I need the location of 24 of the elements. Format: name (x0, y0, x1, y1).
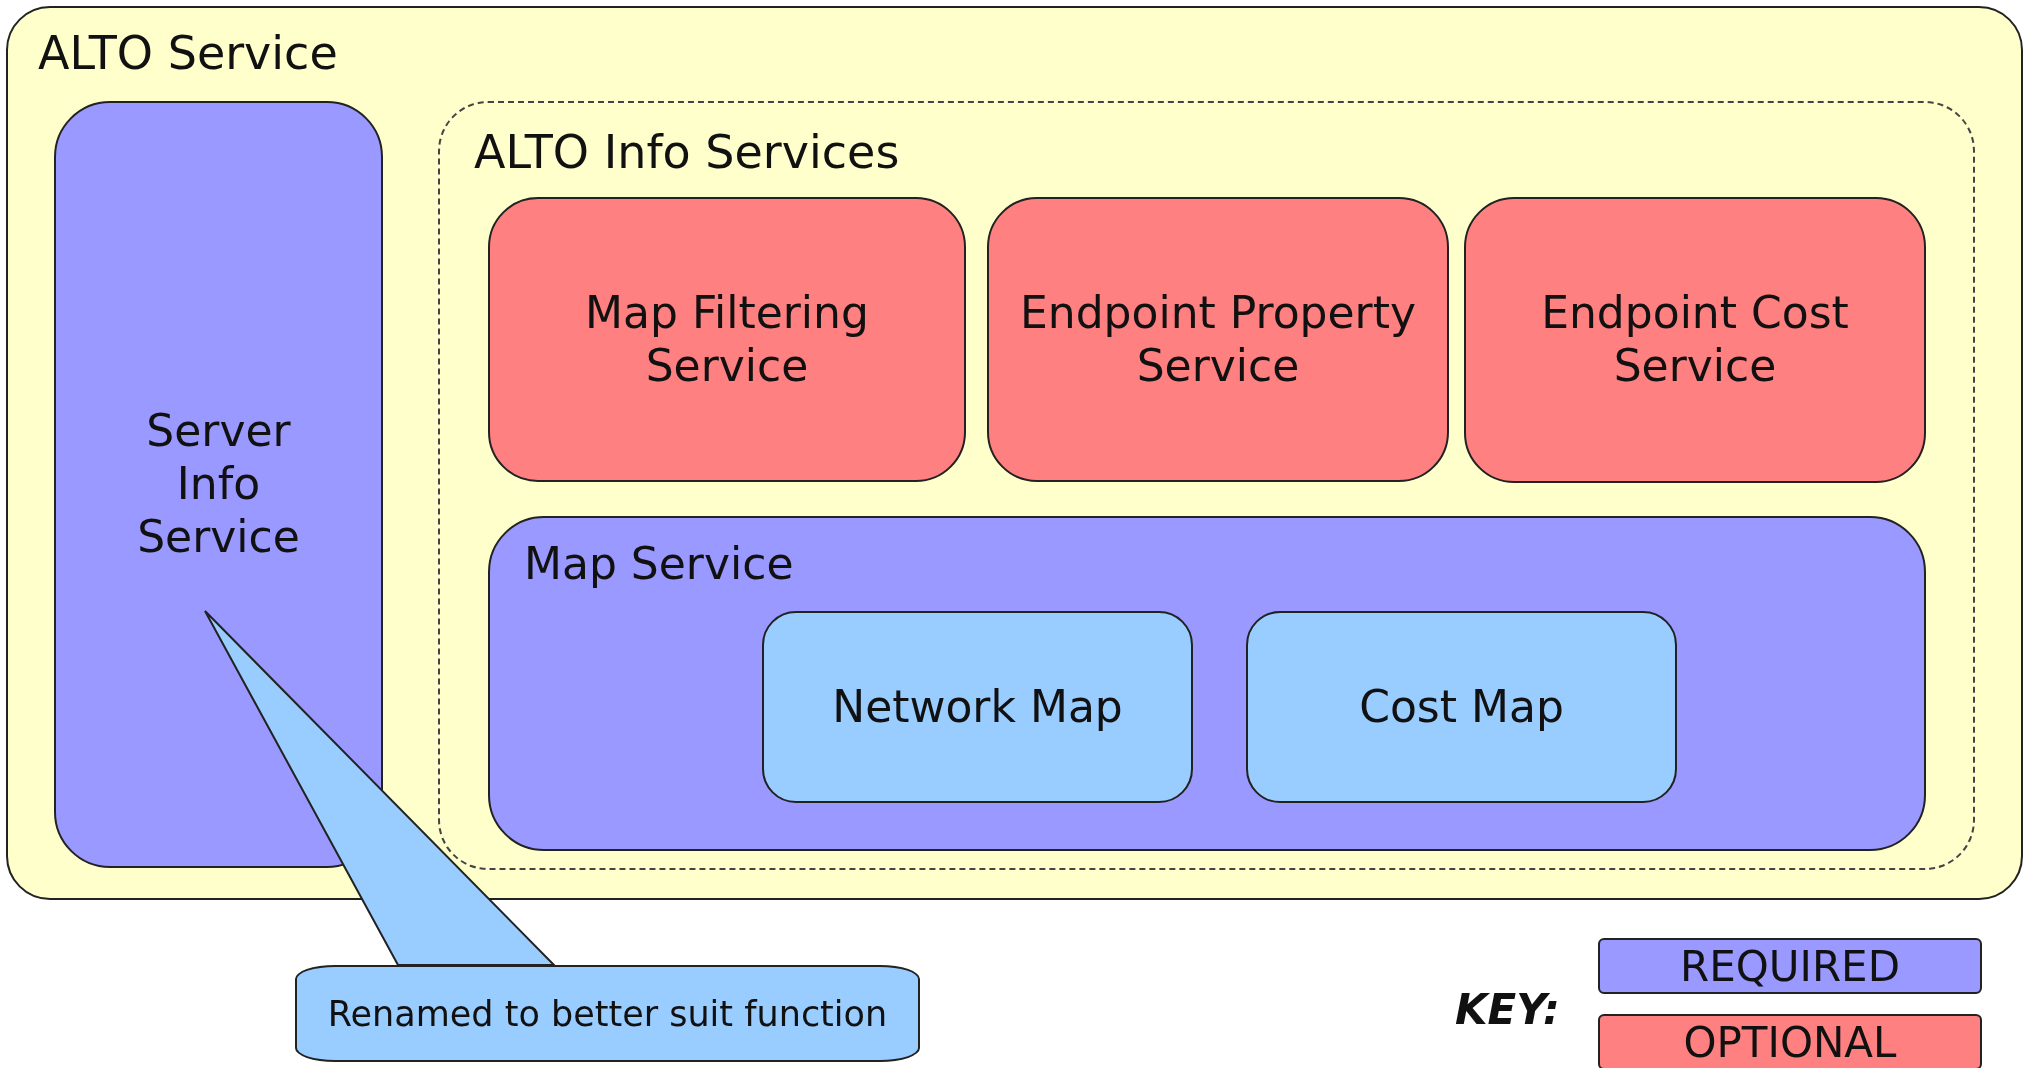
group-title: Map Service (524, 538, 794, 591)
box-label: Server Info Service (136, 405, 301, 564)
map-box (1246, 611, 1677, 803)
callout-tail (204, 610, 557, 966)
legend-label: OPTIONAL (1683, 1017, 1897, 1067)
legend-label: REQUIRED (1680, 941, 1900, 991)
map-box (762, 611, 1193, 803)
group-title: ALTO Info Services (474, 125, 900, 181)
dashed-group-box (438, 101, 1975, 870)
box-label: Network Map (832, 680, 1123, 734)
service-box (54, 101, 383, 868)
optional-service-box (488, 197, 966, 482)
group-title: ALTO Service (38, 26, 338, 82)
box-label: Cost Map (1359, 680, 1564, 734)
key-label: KEY: (1455, 985, 1560, 1034)
box-label: Endpoint Property Service (1019, 286, 1417, 393)
box-label: Renamed to better suit function (327, 992, 888, 1035)
service-group-box (488, 516, 1926, 851)
optional-service-box (1464, 197, 1926, 483)
service-container (6, 6, 2023, 900)
optional-service-box (987, 197, 1449, 482)
callout-box (295, 965, 920, 1062)
box-label: Endpoint Cost Service (1540, 287, 1850, 393)
box-label: Map Filtering Service (584, 286, 870, 393)
